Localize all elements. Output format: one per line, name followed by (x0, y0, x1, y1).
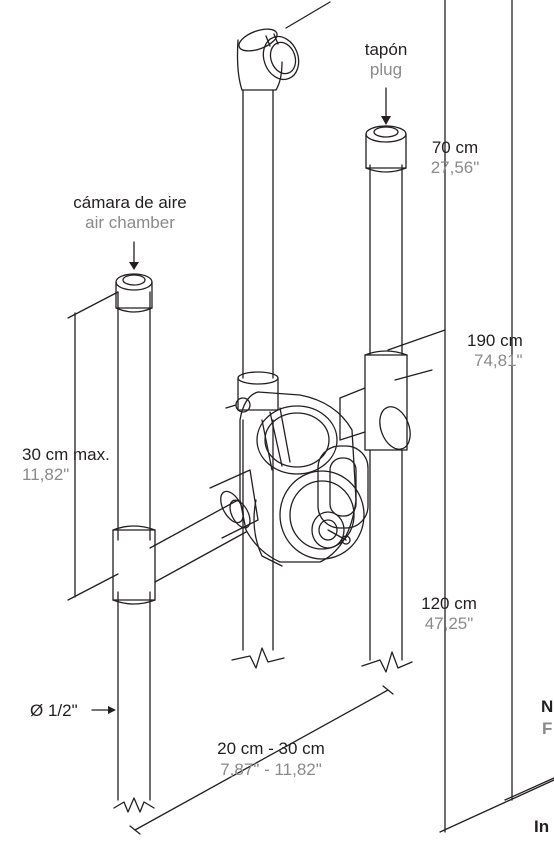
air-chamber-label-en: air chamber (85, 213, 175, 232)
pipe-diameter-label: Ø 1/2" (30, 701, 78, 720)
dim-70-imperial: 27,56" (430, 158, 480, 177)
dimension-lines (67, 0, 554, 835)
cut-off-label-f: F (542, 719, 553, 738)
dim-120-metric: 120 cm (421, 594, 477, 613)
dim-190-imperial: 74,81" (474, 351, 523, 370)
right-pipe (339, 125, 413, 673)
dim-spacing-metric: 20 cm - 30 cm (217, 739, 325, 758)
valve-body (225, 391, 369, 567)
cut-off-label-n: N (541, 697, 554, 716)
dim-120-imperial: 47,25" (424, 614, 474, 633)
center-pipe (231, 1, 331, 669)
left-branch-pipe (149, 469, 259, 583)
left-pipe (112, 273, 156, 813)
air-chamber-label-es: cámara de aire (73, 193, 187, 212)
plug-label-en: plug (369, 60, 403, 79)
dim-30-imperial: 11,82" (22, 465, 70, 484)
dim-190-metric: 190 cm (467, 331, 523, 350)
cut-off-label-in: In (534, 817, 550, 836)
dim-spacing-imperial: 7,87" - 11,82" (220, 760, 322, 779)
dim-70-metric: 70 cm (431, 138, 479, 157)
plug-label-es: tapón (364, 40, 408, 59)
dim-30-metric: 30 cm max. (22, 445, 110, 464)
arrowheads (108, 116, 391, 714)
